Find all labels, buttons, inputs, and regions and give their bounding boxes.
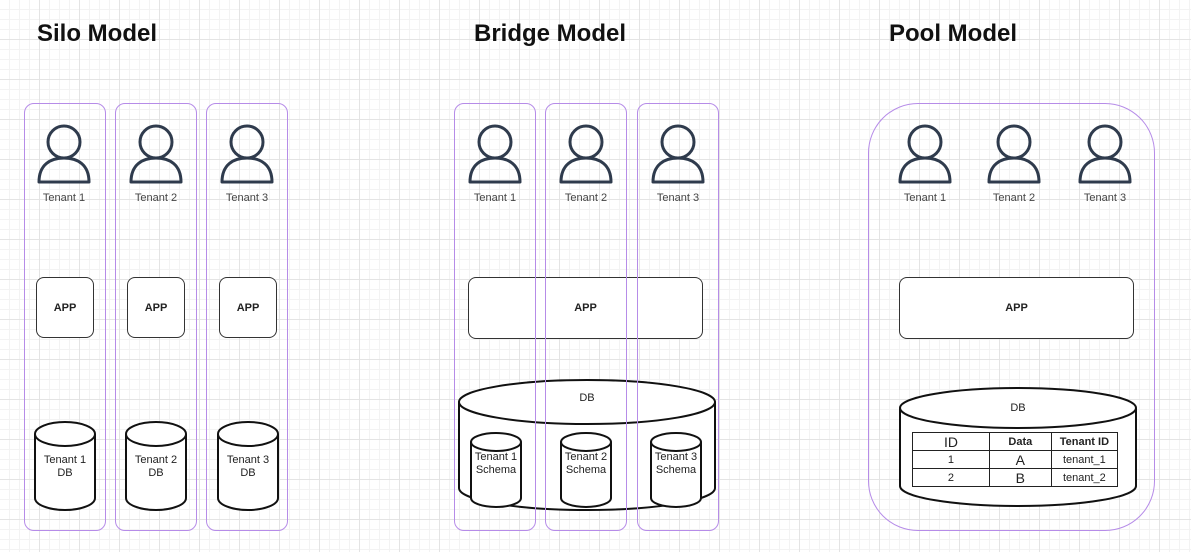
database-cylinder-icon [125, 421, 187, 511]
silo-app-3-box: APP [219, 277, 277, 338]
pool-db-label: DB [1010, 402, 1026, 414]
bridge-schema-3-label: Tenant 3 Schema [645, 451, 707, 477]
table-cell: A [988, 450, 1052, 469]
bridge-tenant-3-frame [637, 103, 719, 531]
pool-tenant-2-label: Tenant 2 [992, 192, 1036, 204]
schema-label-line1: Tenant 2 [564, 451, 608, 463]
db-label-line2: DB [240, 467, 256, 479]
column-header-tenant-id: Tenant ID [1050, 432, 1119, 451]
database-cylinder-icon [650, 432, 702, 508]
user-icon [220, 124, 274, 184]
bridge-schema-2-label: Tenant 2 Schema [555, 451, 617, 477]
db-label-line1: Tenant 1 [43, 454, 87, 466]
silo-tenant-3-label: Tenant 3 [225, 192, 269, 204]
pool-tenants-frame [868, 103, 1155, 531]
silo-db-2-label: Tenant 2 DB [124, 454, 188, 480]
table-cell: 2 [912, 468, 990, 487]
pool-tenant-3-label: Tenant 3 [1083, 192, 1127, 204]
schema-label-line2: Schema [475, 464, 517, 476]
tenant-data-table: ID Data Tenant ID 1 A tenant_1 2 B tenan… [912, 432, 1119, 487]
bridge-tenant-2-frame [545, 103, 627, 531]
silo-tenant-2-label: Tenant 2 [134, 192, 178, 204]
silo-tenant-1-label: Tenant 1 [42, 192, 86, 204]
column-header-id: ID [912, 432, 990, 451]
table-cell: tenant_2 [1050, 468, 1119, 487]
db-label-line1: Tenant 2 [134, 454, 178, 466]
silo-app-1-box: APP [36, 277, 94, 338]
bridge-tenant-1-label: Tenant 1 [473, 192, 517, 204]
column-header-data: Data [988, 432, 1052, 451]
database-cylinder-icon [470, 432, 522, 508]
user-icon [468, 124, 522, 184]
user-icon [651, 124, 705, 184]
silo-app-2-box: APP [127, 277, 185, 338]
bridge-model-title: Bridge Model [474, 20, 627, 47]
silo-model-title: Silo Model [37, 20, 157, 47]
bridge-tenant-3-label: Tenant 3 [656, 192, 700, 204]
table-cell: 1 [912, 450, 990, 469]
bridge-tenant-2-label: Tenant 2 [564, 192, 608, 204]
bridge-db-label: DB [579, 392, 595, 404]
user-icon [559, 124, 613, 184]
database-cylinder-icon [217, 421, 279, 511]
pool-tenant-1-label: Tenant 1 [903, 192, 947, 204]
silo-db-1-label: Tenant 1 DB [33, 454, 97, 480]
user-icon [898, 124, 952, 184]
user-icon [987, 124, 1041, 184]
table-row: 1 A tenant_1 [912, 450, 1119, 469]
pool-app-box: APP [899, 277, 1134, 339]
silo-tenant-3-frame [206, 103, 288, 531]
bridge-schema-1-label: Tenant 1 Schema [465, 451, 527, 477]
bridge-app-box: APP [468, 277, 703, 339]
user-icon [129, 124, 183, 184]
schema-label-line2: Schema [565, 464, 607, 476]
user-icon [1078, 124, 1132, 184]
database-cylinder-icon [34, 421, 96, 511]
pool-model-title: Pool Model [889, 20, 1017, 47]
user-icon [37, 124, 91, 184]
table-cell: B [988, 468, 1052, 487]
silo-tenant-1-frame [24, 103, 106, 531]
schema-label-line1: Tenant 3 [654, 451, 698, 463]
table-header-row: ID Data Tenant ID [912, 432, 1119, 451]
schema-label-line2: Schema [655, 464, 697, 476]
db-label-line2: DB [148, 467, 164, 479]
db-label-line1: Tenant 3 [226, 454, 270, 466]
table-row: 2 B tenant_2 [912, 468, 1119, 487]
silo-tenant-2-frame [115, 103, 197, 531]
schema-label-line1: Tenant 1 [474, 451, 518, 463]
db-label-line2: DB [57, 467, 73, 479]
bridge-tenant-1-frame [454, 103, 536, 531]
table-cell: tenant_1 [1050, 450, 1119, 469]
silo-db-3-label: Tenant 3 DB [216, 454, 280, 480]
database-cylinder-icon [560, 432, 612, 508]
